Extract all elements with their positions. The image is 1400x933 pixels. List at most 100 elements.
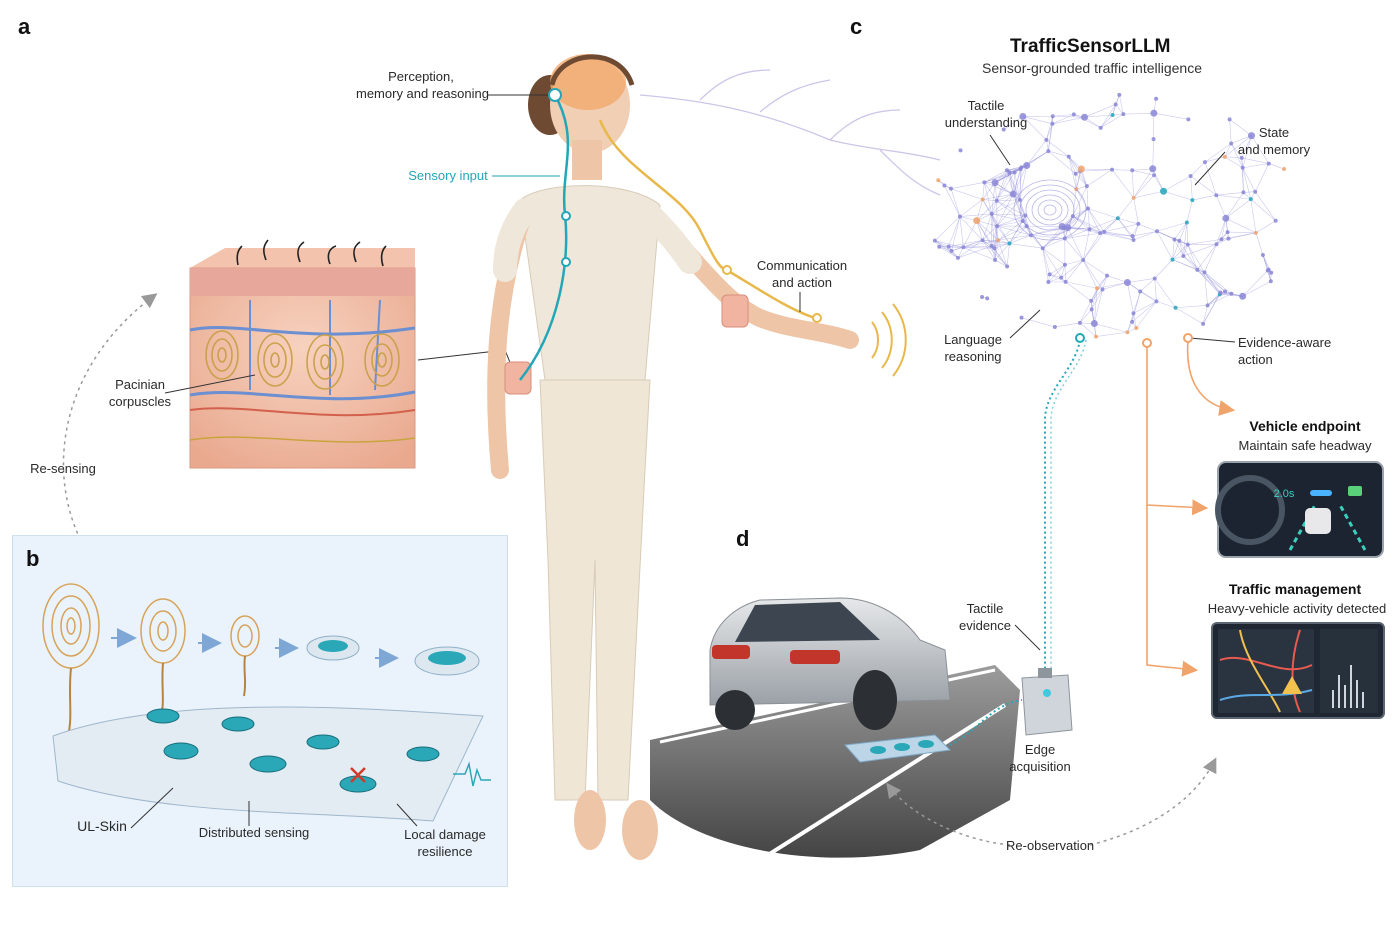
network-edge — [1183, 243, 1217, 257]
network-edge — [996, 199, 1020, 202]
network-edge — [1154, 278, 1157, 302]
network-edge — [1009, 234, 1032, 244]
communication-label-line2: and action — [772, 275, 832, 290]
network-edge — [996, 225, 1010, 244]
network-node — [1239, 155, 1244, 160]
network-node — [1185, 242, 1190, 247]
network-node — [1152, 173, 1157, 178]
network-edge — [1081, 168, 1113, 170]
network-edge — [1131, 170, 1134, 198]
network-node — [1089, 298, 1094, 303]
network-edge — [1061, 208, 1089, 227]
network-edge — [1216, 194, 1251, 200]
network-edge — [1112, 169, 1133, 171]
network-edge — [1133, 168, 1153, 199]
network-edge — [1009, 172, 1014, 195]
network-node — [946, 244, 951, 249]
network-edge — [1072, 208, 1089, 217]
network-focus-ring — [1043, 204, 1057, 216]
network-edge — [1019, 169, 1021, 200]
state-memory-label: State and memory — [1236, 124, 1312, 158]
perception-label-line1: Perception, — [388, 69, 454, 84]
network-edge — [1042, 248, 1049, 283]
network-edge — [1224, 156, 1243, 169]
network-node — [1081, 258, 1086, 263]
network-node — [937, 244, 942, 249]
network-node — [1046, 149, 1051, 154]
panel-letter-a: a — [18, 14, 31, 39]
network-edge — [1030, 227, 1065, 236]
network-edge — [950, 182, 985, 189]
skin-block-illustration — [164, 239, 516, 469]
network-node — [1273, 218, 1278, 223]
network-node — [980, 238, 985, 243]
network-edge — [1115, 104, 1124, 115]
network-edge — [1254, 163, 1270, 192]
network-edge — [1079, 322, 1097, 337]
network-node — [1050, 121, 1055, 126]
network-edge — [1006, 166, 1022, 171]
panel-letter-c: c — [850, 14, 863, 39]
network-edge — [1156, 301, 1176, 309]
network-edge — [1013, 193, 1026, 216]
network-edge — [1204, 244, 1217, 273]
network-node — [1084, 184, 1089, 189]
network-edge — [994, 172, 1015, 183]
edge-acquisition-label: Edge acquisition — [1004, 741, 1076, 775]
network-edge — [1073, 114, 1101, 129]
network-edge — [1012, 167, 1022, 195]
network-edge — [976, 220, 999, 241]
network-edge — [1026, 150, 1049, 166]
network-node — [1248, 132, 1255, 140]
network-edge — [996, 172, 1010, 201]
network-edge — [994, 166, 1022, 183]
network-edge — [994, 226, 998, 249]
network-edge — [1133, 175, 1155, 199]
network-edge — [1102, 275, 1108, 290]
network-edge — [1064, 264, 1066, 282]
network-node — [942, 183, 947, 188]
network-node — [1044, 137, 1049, 142]
network-edge — [1225, 192, 1244, 219]
network-node — [993, 258, 998, 263]
network-node — [1226, 236, 1231, 241]
network-edge — [991, 193, 1014, 215]
network-edge — [1087, 208, 1101, 234]
network-edge — [1072, 185, 1088, 217]
network-edge — [1262, 254, 1272, 282]
network-edge — [1250, 198, 1276, 221]
network-edge — [1104, 231, 1133, 237]
network-edge — [1006, 168, 1021, 171]
network-edge — [934, 240, 952, 252]
network-edge — [1102, 282, 1128, 290]
network-edge — [1090, 300, 1095, 324]
network-edge — [982, 182, 985, 200]
network-edge — [1026, 139, 1047, 166]
network-edge — [1030, 234, 1043, 249]
network-edge — [1202, 305, 1208, 324]
network-edge — [1067, 208, 1089, 228]
network-node — [1130, 319, 1135, 324]
network-node — [1181, 253, 1186, 258]
network-edge — [1096, 275, 1108, 289]
network-node — [1125, 330, 1130, 335]
network-edge — [1187, 238, 1222, 245]
network-edge — [939, 246, 952, 252]
network-edge — [1241, 157, 1269, 164]
network-node — [1214, 193, 1219, 198]
network-node — [955, 255, 960, 260]
network-edge — [984, 182, 998, 201]
network-edge — [976, 220, 992, 247]
network-edge — [1068, 156, 1088, 187]
network-edge — [1132, 230, 1158, 237]
network-edge — [1079, 300, 1092, 324]
network-edge — [994, 243, 1010, 249]
network-edge — [998, 234, 1031, 241]
network-edge — [1052, 116, 1085, 125]
network-node — [1188, 174, 1193, 179]
network-node — [1047, 272, 1052, 277]
network-node — [1268, 279, 1273, 284]
network-edge — [1042, 248, 1062, 278]
network-edge — [996, 199, 1021, 227]
network-node — [1266, 267, 1271, 272]
